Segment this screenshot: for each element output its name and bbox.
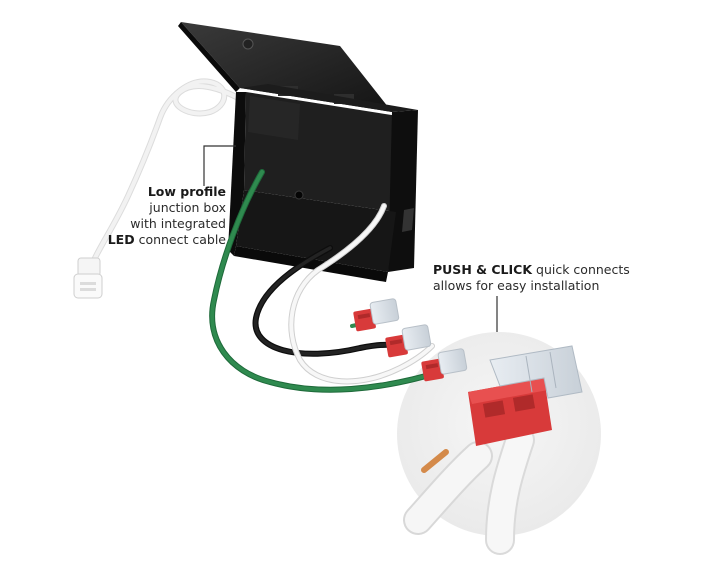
box-callout-line2: junction box: [149, 200, 226, 215]
quick-connect-3: [421, 348, 468, 382]
box-callout-line4: connect cable: [134, 232, 226, 247]
quick-connect-2: [385, 324, 432, 358]
led-connect-cable: [85, 78, 245, 279]
quick-connect-1: [353, 298, 400, 332]
connector-callout-line2: allows for easy installation: [433, 278, 600, 293]
box-callout-title: Low profile: [147, 184, 226, 199]
connector-callout: PUSH & CLICK quick connects allows for e…: [433, 262, 633, 294]
zoomed-connector: [403, 345, 583, 555]
connector-callout-line1: quick connects: [532, 262, 630, 277]
connector-callout-title: PUSH & CLICK: [433, 262, 533, 277]
box-callout-line3: with integrated: [130, 216, 226, 231]
box-callout: Low profile junction box with integrated…: [104, 184, 226, 248]
box-callout-led: LED: [107, 232, 135, 247]
box-callout-leader: [203, 145, 236, 186]
junction-box: [178, 22, 418, 282]
led-plug: [73, 257, 103, 299]
